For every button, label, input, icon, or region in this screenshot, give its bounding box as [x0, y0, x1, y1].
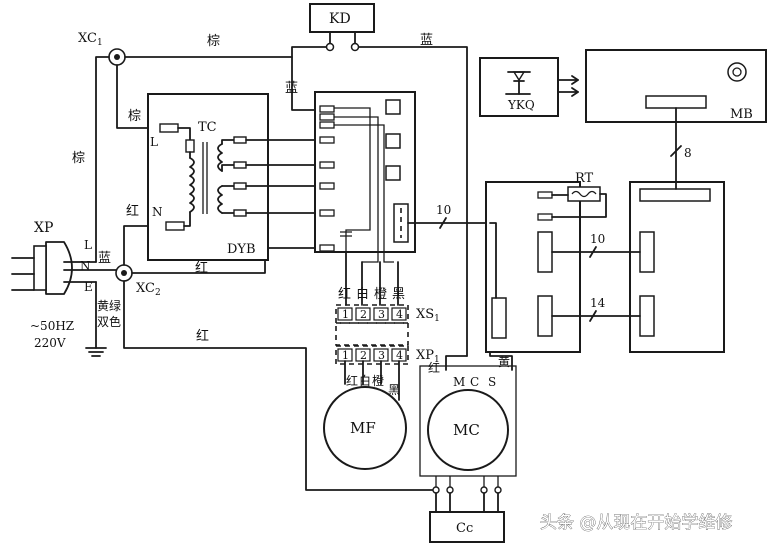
- tc-l-label: L: [150, 135, 158, 149]
- power-frequency: ~50HZ: [30, 319, 74, 333]
- wire-brown-tc-label: 棕: [128, 109, 141, 124]
- connector-xs1: [335, 304, 409, 346]
- capacitor-cc: [429, 511, 505, 543]
- kd-box: [309, 3, 375, 33]
- xp1-pin-3: 3: [378, 349, 385, 362]
- wire-red-cc-label: 红: [196, 328, 209, 344]
- wire-black-mf-label: 黑: [388, 383, 400, 397]
- thermal-fuse: [185, 139, 195, 153]
- wire-orange-mf-label: 橙: [372, 373, 384, 388]
- wire-white-mf-label: 白: [359, 373, 371, 388]
- fuse-n: [165, 221, 185, 231]
- xc2-label: XC2: [136, 281, 161, 298]
- wire-orange-xs1-label: 橙: [374, 287, 387, 302]
- wire-red-tc-label: 红: [126, 203, 139, 219]
- watermark: 头条 @从现在开始学维修: [540, 513, 732, 533]
- connector-xp1: [335, 345, 409, 365]
- indicator-conn-b: [639, 295, 655, 337]
- xp-label: XP: [34, 220, 53, 236]
- relay-2: [385, 133, 401, 149]
- transformer-primary: [189, 157, 195, 213]
- thermistor-rt: [551, 186, 607, 218]
- mc-s-label: S: [488, 375, 496, 389]
- transformer-secondary-1: [217, 143, 223, 172]
- mc-m-label: M: [453, 375, 465, 389]
- wire-brown-l-label: 棕: [72, 151, 85, 166]
- tc-label: TC: [198, 120, 217, 135]
- dyb-label: DYB: [227, 242, 256, 257]
- mf-label: MF: [350, 419, 376, 437]
- relay-3: [385, 165, 401, 181]
- mb-label: MB: [730, 107, 753, 122]
- ykq-label: YKQ: [507, 98, 535, 112]
- indicator-conn-top: [639, 188, 711, 202]
- power-voltage: 220V: [34, 336, 66, 350]
- power-plug-xp: [11, 241, 117, 295]
- xs1-pin-2: 2: [360, 308, 367, 321]
- bus-d-count: 8: [684, 146, 692, 160]
- connector-xc2: [115, 264, 133, 282]
- xs1-pin-4: 4: [396, 308, 403, 321]
- relay-1: [385, 99, 401, 115]
- plug-e-label: E: [84, 280, 93, 294]
- fuse-l: [159, 123, 179, 133]
- mb-speaker-icon: [727, 62, 747, 82]
- ground-symbol: [85, 281, 107, 357]
- xp1-pin-2: 2: [360, 349, 367, 362]
- plug-n-label: N: [80, 259, 91, 273]
- display-conn-b: [537, 295, 553, 337]
- mb-connector: [645, 95, 707, 109]
- display-conn-c: [491, 297, 507, 339]
- wire-black-xs1-label: 黑: [392, 287, 405, 302]
- wire-red-xs1-label: 红: [338, 286, 351, 302]
- xs1-label: XS1: [416, 307, 440, 324]
- xp1-pin-4: 4: [396, 349, 403, 362]
- xp1-pin-1: 1: [342, 349, 349, 362]
- fan-motor-mf: [323, 386, 407, 470]
- rt-connector-2: [537, 213, 553, 221]
- bus-a-count: 10: [436, 203, 451, 217]
- plug-l-label: L: [84, 238, 92, 252]
- ir-signal-arrows: [557, 75, 579, 97]
- wire-yellow-green-label: 黄绿: [97, 298, 121, 313]
- wire-blue-n-label: 蓝: [98, 251, 111, 266]
- cc-label: Cc: [456, 521, 473, 536]
- wire-red-board-label: 红: [195, 260, 208, 276]
- tc-n-label: N: [152, 205, 163, 219]
- bus-c-count: 14: [590, 296, 606, 310]
- mc-label: MC: [453, 421, 480, 439]
- display-conn-a: [537, 231, 553, 273]
- wire-yellow-mc-label: 黄: [498, 355, 510, 369]
- xs1-pin-3: 3: [378, 308, 385, 321]
- wire-dual-color-label: 双色: [97, 315, 121, 329]
- xc1-label: XC1: [78, 31, 103, 48]
- wire-blue-board-label: 蓝: [285, 81, 298, 96]
- wire-white-xs1-label: 白: [356, 286, 369, 302]
- wire-red-mc-label: 红: [428, 360, 440, 375]
- compressor-mc: [427, 389, 509, 471]
- wire-brown-top-label: 棕: [207, 34, 220, 49]
- kd-label: KD: [329, 11, 351, 27]
- wire-blue-kd-label: 蓝: [420, 33, 433, 48]
- mc-frame: [419, 365, 517, 477]
- ykq-receiver-icon: [505, 71, 531, 95]
- xp1-label: XP1: [416, 348, 440, 365]
- cc-terminals: [432, 486, 502, 494]
- mc-c-label: C: [470, 375, 479, 389]
- transformer-secondary-2: [217, 185, 223, 214]
- connector-xc1: [108, 48, 126, 66]
- bus-b-count: 10: [590, 232, 605, 246]
- indicator-conn-a: [639, 231, 655, 273]
- xs1-pin-1: 1: [342, 308, 349, 321]
- dyb-box: [147, 93, 269, 261]
- wire-red-mf-label: 红: [346, 373, 358, 388]
- rt-label: RT: [575, 171, 594, 186]
- rt-connector-1: [537, 191, 553, 199]
